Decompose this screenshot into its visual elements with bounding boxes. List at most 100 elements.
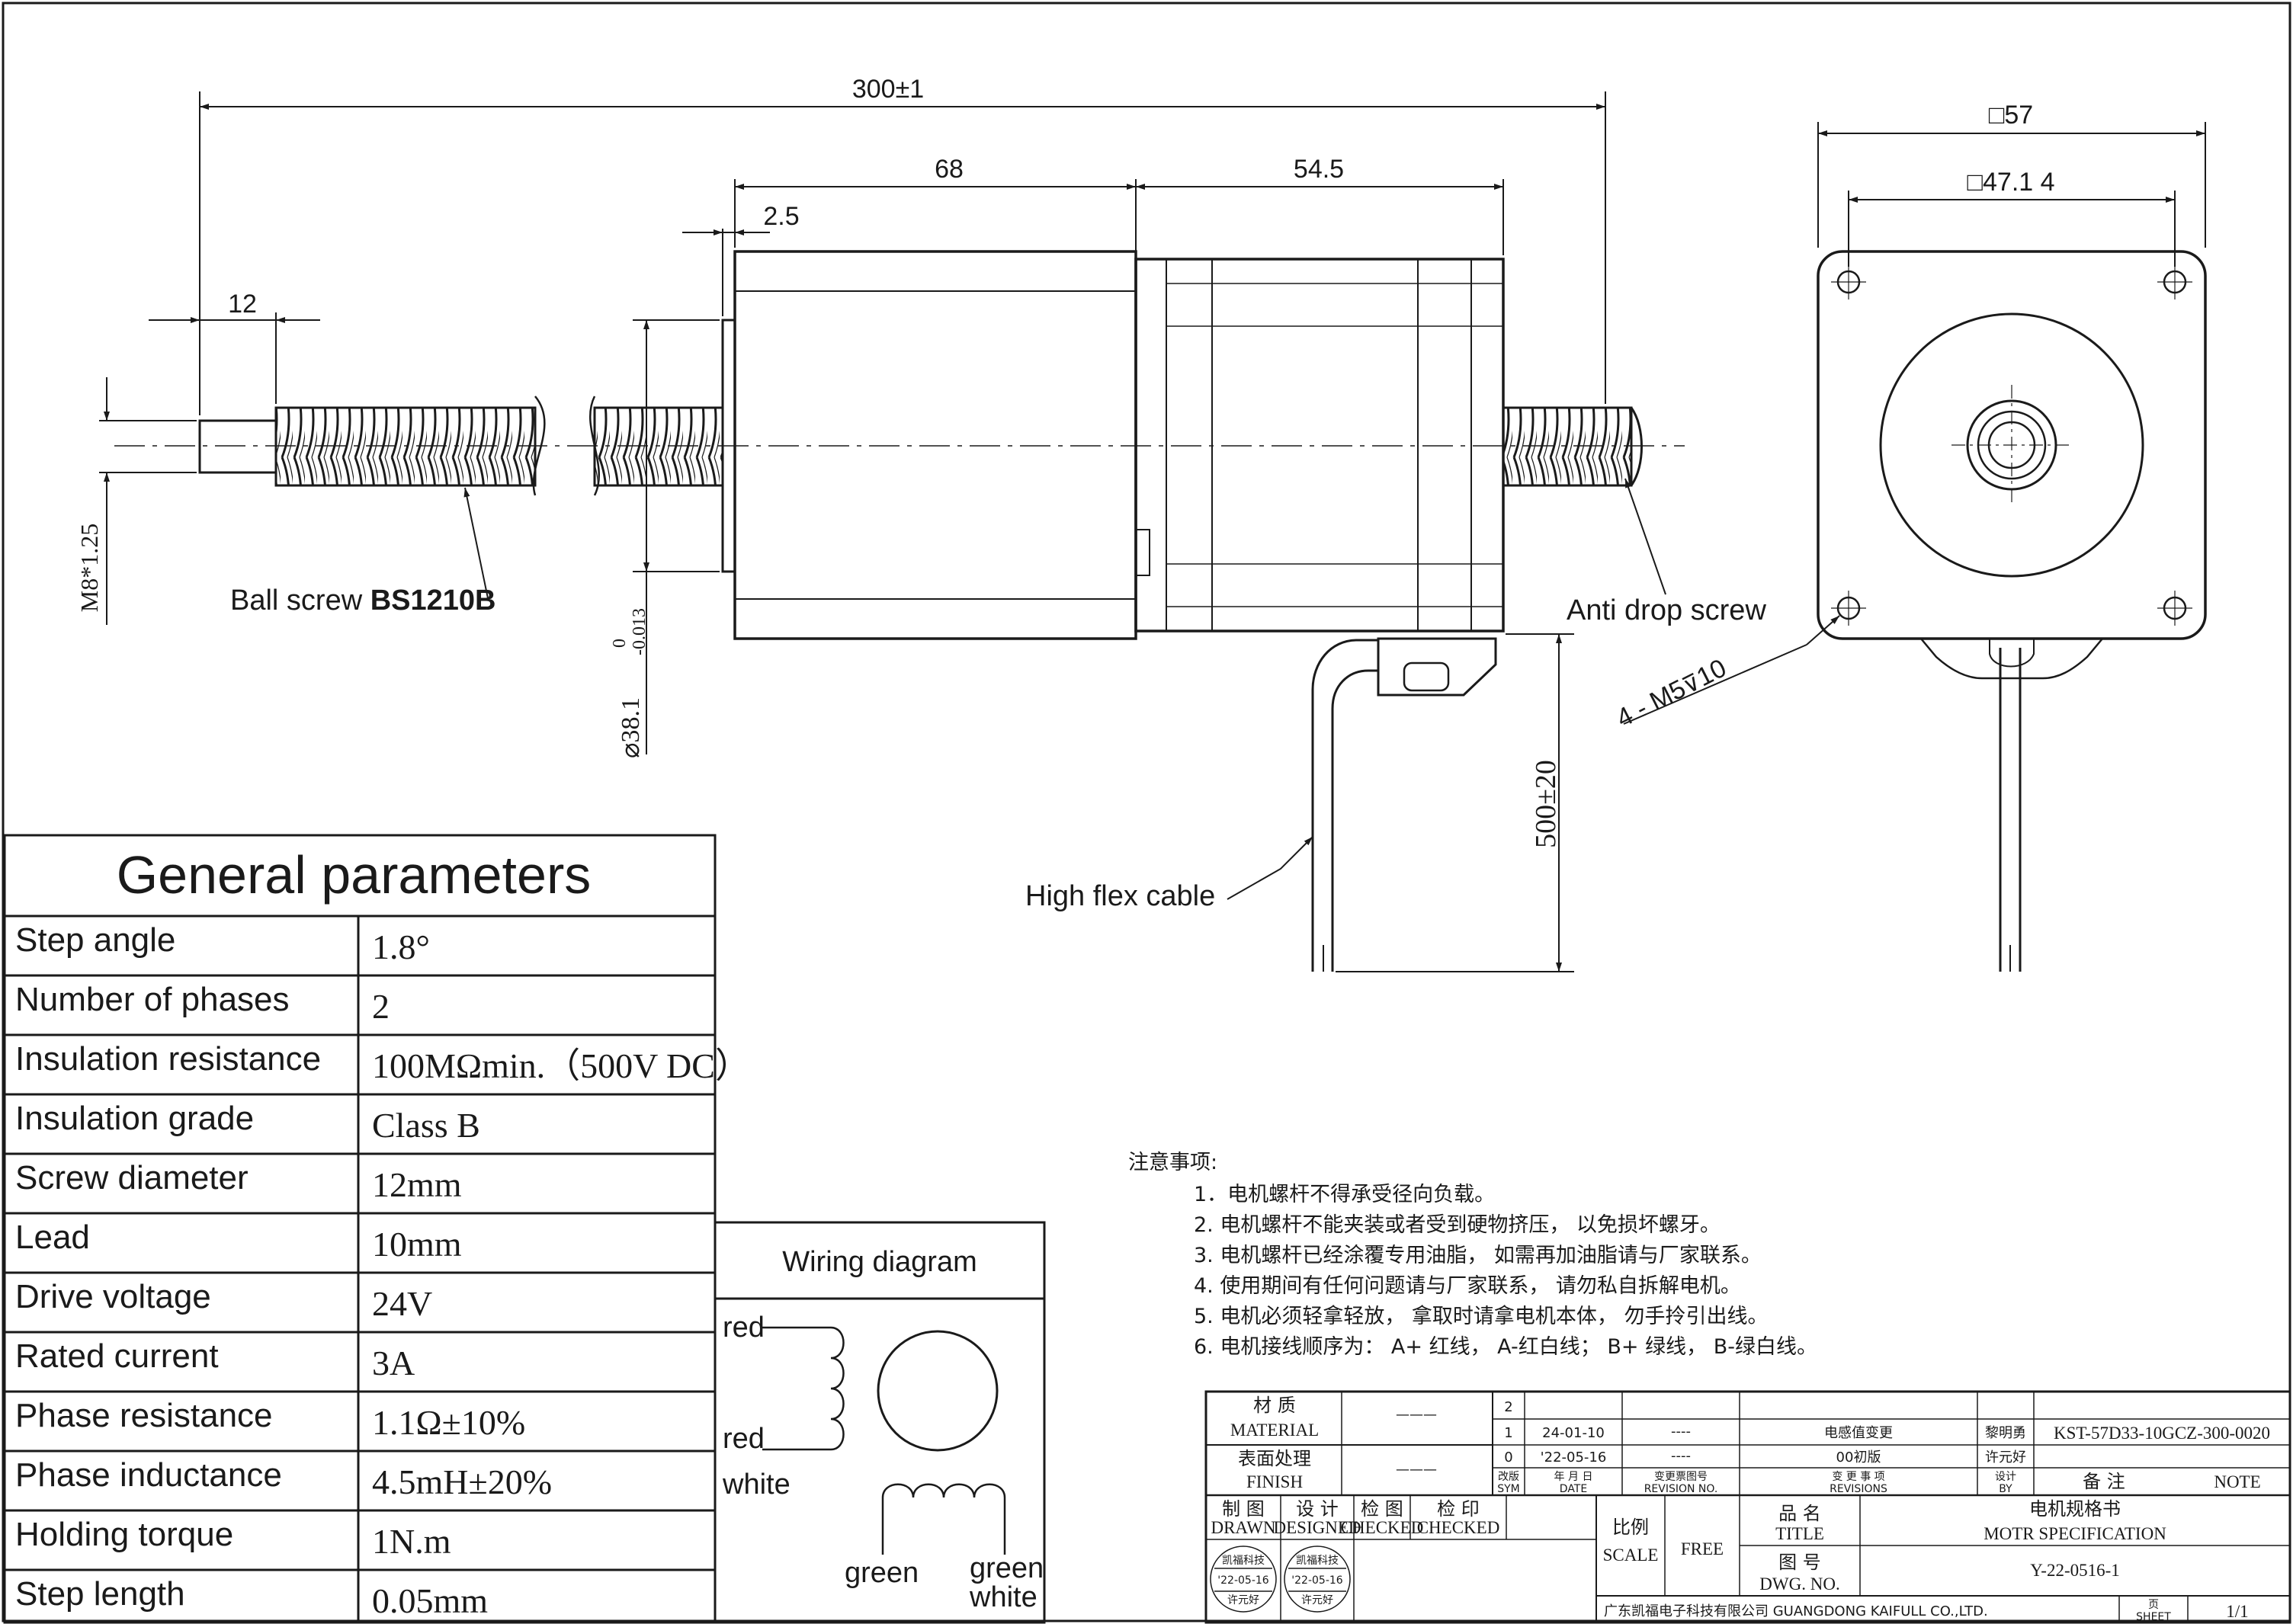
wire-label-red-white-2: white [722,1469,791,1501]
tb-dwg-value: Y-22-0516-1 [2030,1561,2120,1580]
end-dimensions [1623,122,2206,725]
stamp-designed-name: 许元好 [1301,1594,1333,1606]
tb-title-value-en: MOTR SPECIFICATION [1984,1524,2166,1543]
tb-note-en: NOTE [2214,1472,2260,1491]
general-parameters-table [3,834,717,1624]
dim-body-length: 68 [935,155,964,184]
label-anti-drop-screw: Anti drop screw [1567,594,1766,626]
param-name: Insulation resistance [15,1040,321,1078]
tb-checked2-cn: 检 印 [1437,1498,1480,1520]
tb-checked-en: CHECKED [1341,1518,1424,1537]
tb-revno-en: REVISION NO. [1644,1483,1718,1495]
tb-rev1-date: 24-01-10 [1542,1425,1605,1441]
wire-label-red: red [723,1312,765,1344]
dim-boss-depth: 2.5 [763,202,799,231]
table-row: Number of phases 2 [15,981,390,1026]
svg-text:⌀38.1: ⌀38.1 [617,697,645,758]
param-value: 2 [372,987,390,1026]
wire-label-green-white-2: white [969,1581,1037,1613]
tb-rev0-date: '22-05-16 [1541,1449,1607,1465]
tb-drawn-en: DRAWN [1211,1518,1275,1537]
table-row: Phase inductance 4.5mH±20% [15,1456,552,1501]
param-value: 4.5mH±20% [372,1462,552,1501]
tb-rev0-by: 许元好 [1985,1449,2026,1465]
tb-model: KST-57D33-10GCZ-300-0020 [2054,1424,2270,1443]
tb-by-en: BY [1999,1483,2012,1495]
param-name: Rated current [15,1337,219,1375]
tb-sheet-value: 1/1 [2226,1602,2248,1621]
notes-heading: 注意事项: [1128,1151,1217,1174]
title-block [1204,1390,2291,1624]
tb-rev1-no: ---- [1671,1424,1691,1440]
tb-dwg-en: DWG. NO. [1759,1574,1839,1594]
tb-by-cn: 设计 [1995,1471,2016,1483]
param-name: Holding torque [15,1516,233,1553]
param-name: Phase resistance [15,1397,273,1434]
label-high-flex-cable: High flex cable [1025,880,1215,912]
param-value: 1.8° [372,927,430,966]
tb-finish-value: ——— [1396,1462,1437,1478]
param-value: 24V [372,1284,432,1323]
param-value: Class B [372,1106,480,1145]
tb-revisions-en: REVISIONS [1830,1483,1887,1495]
dim-cable-length: 500±20 [1530,760,1562,848]
param-name: Number of phases [15,981,290,1018]
tb-material-en: MATERIAL [1230,1421,1319,1440]
tb-note-cn: 备 注 [2083,1471,2125,1492]
end-view [1817,250,2207,972]
stamp-drawn-name: 许元好 [1227,1594,1259,1606]
wire-label-green: green [845,1557,919,1589]
tb-checked2-en: CHECKED [1417,1518,1500,1537]
dim-thread: M8*1.25 [75,524,103,612]
param-value: 0.05mm [372,1581,488,1620]
list-item: 2. 电机螺杆不能夹装或者受到硬物挤压， 以免损坏螺牙。 [1194,1213,1721,1237]
title-block-text: 材 质 MATERIAL 表面处理 FINISH ——— ——— 2 1 24-… [1211,1395,2270,1623]
param-value: 10mm [372,1225,462,1264]
param-value: 12mm [372,1165,462,1204]
tb-sym-en: SYM [1497,1483,1520,1495]
stamp-designed-company: 凯福科技 [1296,1555,1339,1567]
stamp-drawn [1210,1546,1277,1613]
tb-drawn-cn: 制 图 [1222,1498,1265,1520]
tb-date-cn: 年 月 日 [1554,1471,1593,1483]
dim-flange-size: □57 [1989,101,2033,130]
tb-designed-en: DESIGNED [1274,1518,1361,1537]
list-item: 4. 使用期间有任何问题请与厂家联系， 请勿私自拆解电机。 [1194,1274,1741,1298]
tb-scale-cn: 比例 [1612,1517,1649,1538]
side-view [114,250,1685,972]
stamp-drawn-company: 凯福科技 [1222,1555,1265,1567]
tb-rev1: 1 [1504,1425,1512,1441]
param-name: Step length [15,1575,185,1613]
wiring-diagram [714,1221,1046,1624]
tb-checked-cn: 检 图 [1361,1498,1403,1520]
param-name: Insulation grade [15,1100,254,1137]
stamp-designed [1284,1546,1351,1613]
param-name: Lead [15,1219,90,1256]
stamp-drawn-date: '22-05-16 [1217,1574,1268,1587]
side-dimensions [99,91,1666,972]
tb-rev1-desc: 电感值变更 [1824,1425,1893,1441]
tb-finish-cn: 表面处理 [1238,1448,1311,1469]
table-row: Step length 0.05mm [15,1575,488,1620]
tb-rev0: 0 [1504,1449,1512,1465]
param-name: Phase inductance [15,1456,282,1494]
list-item: 6. 电机接线顺序为： A+ 红线， A-红白线； B+ 绿线， B-绿白线。 [1194,1335,1817,1359]
table-row: Insulation grade Class B [15,1100,480,1145]
list-item: 5. 电机必须轻拿轻放， 拿取时请拿电机本体， 勿手拎引出线。 [1194,1305,1769,1328]
stamp-designed-date: '22-05-16 [1291,1574,1342,1587]
tb-material-value: ——— [1396,1407,1437,1423]
param-value: 3A [372,1344,415,1382]
svg-text:-0.013: -0.013 [630,608,649,655]
tb-sheet-en: SHEET [2136,1611,2171,1623]
dim-overall-length: 300±1 [852,75,924,104]
svg-text:4 - M5⊽10: 4 - M5⊽10 [1612,653,1730,733]
tb-title-en: TITLE [1775,1524,1824,1543]
